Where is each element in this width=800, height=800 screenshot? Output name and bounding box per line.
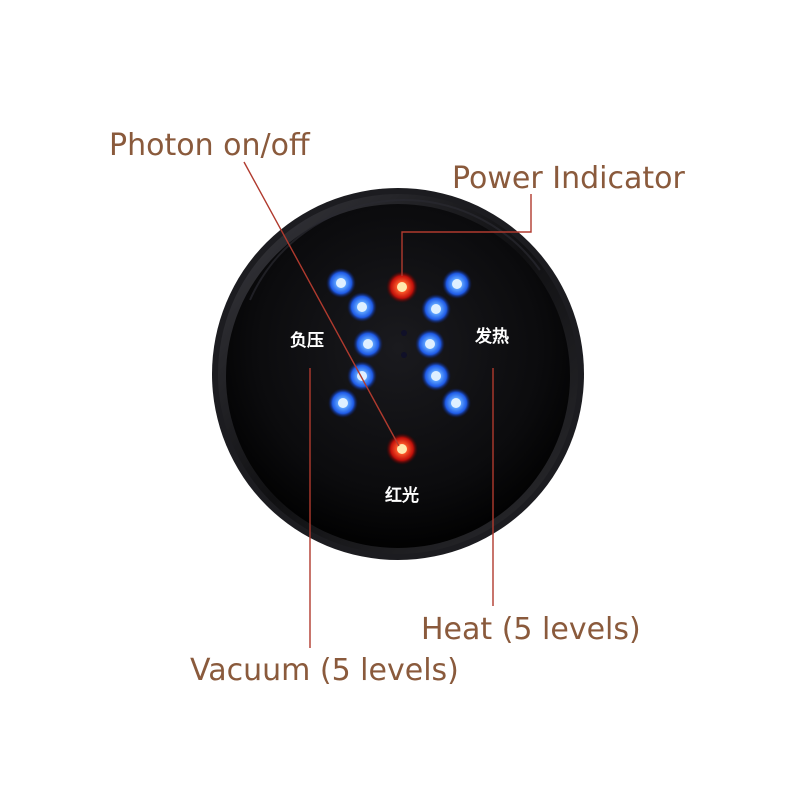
- heat-level-led-1: [442, 269, 472, 299]
- vacuum-level-led-4: [347, 361, 377, 391]
- power-indicator-led: [386, 271, 418, 303]
- vacuum-level-led-2: [347, 292, 377, 322]
- heat-panel-label: 发热: [474, 326, 509, 347]
- face-highlight: [249, 199, 541, 301]
- heat-callout: Heat (5 levels): [421, 612, 641, 647]
- power-callout: Power Indicator: [452, 161, 685, 196]
- heat-level-led-2: [421, 294, 451, 324]
- sensor-dot: [401, 330, 407, 336]
- heat-level-indicator: [415, 269, 472, 418]
- photon-leader-line: [243, 161, 400, 447]
- vacuum-level-led-5: [328, 388, 358, 418]
- vacuum-level-led-3: [353, 329, 383, 359]
- vacuum-level-led-1: [326, 268, 356, 298]
- photon-callout: Photon on/off: [109, 128, 311, 163]
- heat-level-led-4: [421, 361, 451, 391]
- heat-level-led-5: [441, 388, 471, 418]
- device-body: [212, 188, 584, 560]
- power-leader-line: [401, 194, 532, 276]
- photon-panel-label: 红光: [385, 485, 419, 506]
- heat-level-led-3: [415, 329, 445, 359]
- device-face: [226, 204, 570, 548]
- vacuum-level-indicator: [326, 268, 383, 418]
- vacuum-panel-label: 负压: [290, 330, 324, 351]
- vacuum-callout: Vacuum (5 levels): [190, 653, 459, 688]
- photon-toggle-led[interactable]: [386, 433, 418, 465]
- sensor-dot: [401, 352, 407, 358]
